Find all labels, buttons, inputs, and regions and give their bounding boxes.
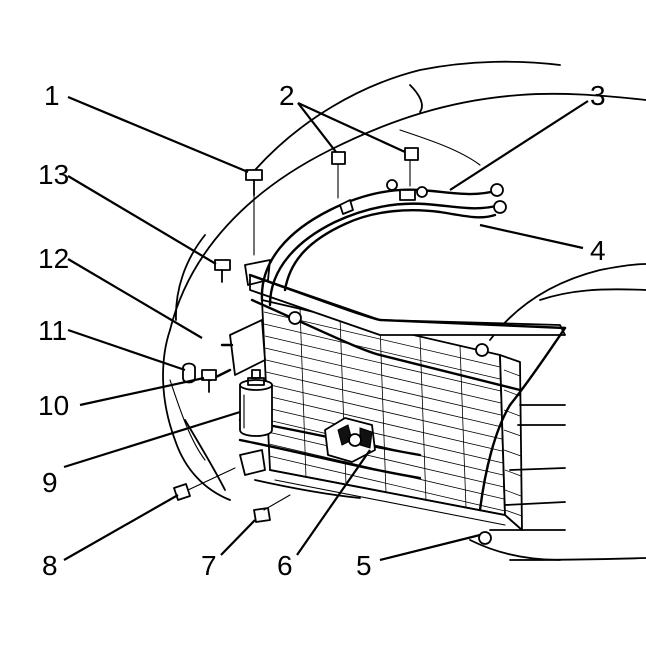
radiator-support (238, 273, 567, 545)
callout-8: 8 (42, 550, 58, 581)
callout-13: 13 (38, 159, 69, 190)
callout-12: 12 (38, 243, 69, 274)
callout-7: 7 (201, 550, 217, 581)
leader-lines (63, 95, 589, 562)
mounting-bracket (208, 259, 271, 476)
callout-10: 10 (38, 390, 69, 421)
callout-4: 4 (590, 235, 606, 266)
callout-2: 2 (279, 80, 295, 111)
callout-11: 11 (38, 315, 67, 346)
callout-6: 6 (277, 550, 293, 581)
callout-5: 5 (356, 550, 372, 581)
receiver-dryer (239, 369, 273, 437)
pressure-switch (324, 417, 376, 463)
callout-9: 9 (42, 467, 58, 498)
callout-labels: 1 2 3 4 5 6 7 8 9 10 11 12 13 (38, 80, 606, 581)
refrigerant-lines (260, 179, 507, 307)
callout-3: 3 (590, 80, 606, 111)
callout-1: 1 (44, 80, 60, 111)
condenser-core (261, 299, 523, 531)
